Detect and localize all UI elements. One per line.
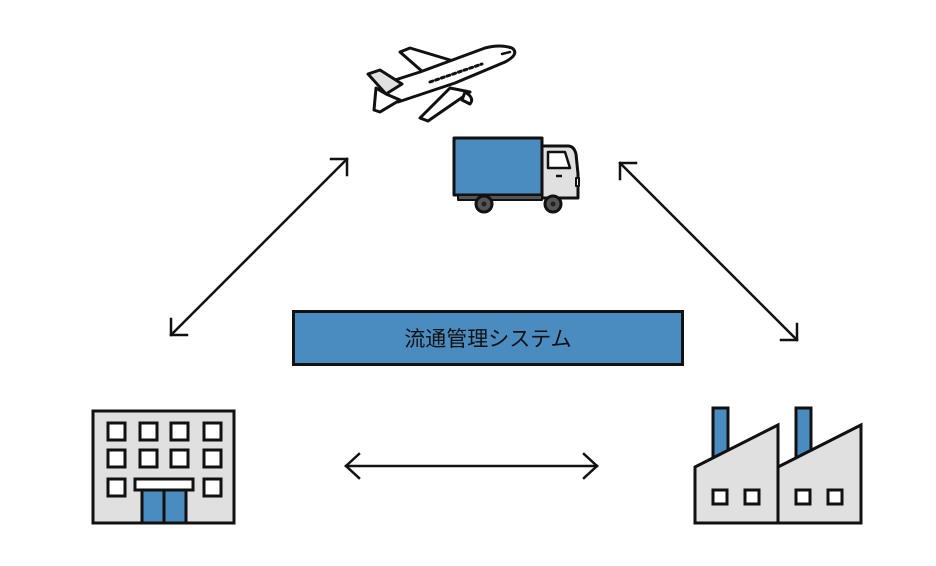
factory-icon (693, 406, 863, 525)
airplane-icon (366, 44, 517, 123)
system-label: 流通管理システム (404, 327, 572, 351)
office-building-icon (91, 409, 236, 525)
distribution-management-system-box: 流通管理システム (292, 310, 684, 366)
truck-icon (452, 136, 580, 214)
arrow-office-factory (344, 452, 599, 480)
arrow-office-transport (169, 157, 349, 337)
arrow-transport-factory (618, 161, 799, 342)
